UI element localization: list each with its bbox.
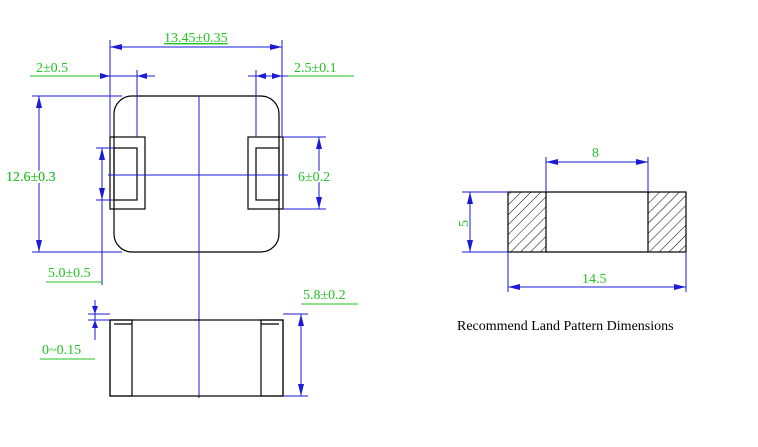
right-terminal-label: 2.5±0.1: [294, 61, 337, 76]
pad-height-label: 5: [457, 220, 472, 227]
left-terminal-label: 2±0.5: [36, 61, 68, 76]
side-view: [109, 319, 284, 397]
land-pattern: 8 5 14.5 Recommend Land Pattern Dimensio…: [457, 146, 687, 334]
dim-thickness: 5.8±0.2: [283, 288, 358, 397]
overall-length-label: 13.45±0.35: [164, 31, 228, 46]
thickness-label: 5.8±0.2: [303, 288, 346, 303]
gap-label: 8: [592, 146, 599, 161]
body-height-label: 12.6±0.3: [6, 170, 56, 185]
right-terminal-inner: [255, 147, 280, 201]
standoff-label: 0~0.15: [42, 343, 81, 358]
component-body: [113, 95, 280, 253]
side-body: [109, 319, 284, 397]
dim-body-height: 12.6±0.3 12.6±0.3: [4, 95, 122, 253]
dim-overall-length: 13.45±0.35: [109, 31, 283, 137]
dim-left-offset: 5.0±0.5: [46, 147, 114, 285]
top-view: [108, 95, 288, 398]
dim-terminal-height: 6±0.2: [283, 136, 332, 210]
left-terminal-inner: [113, 147, 138, 201]
dim-right-terminal: 2.5±0.1: [248, 61, 354, 137]
svg-text:12.6±0.3: 12.6±0.3: [6, 170, 56, 185]
total-length-label: 14.5: [582, 272, 607, 287]
dim-left-terminal: 2±0.5: [30, 61, 155, 137]
land-pattern-caption: Recommend Land Pattern Dimensions: [457, 319, 674, 334]
dim-standoff: 0~0.15: [40, 300, 110, 360]
left-pad: [507, 191, 547, 253]
left-terminal: [109, 136, 146, 210]
right-terminal: [247, 136, 284, 210]
left-offset-label: 5.0±0.5: [48, 266, 91, 281]
terminal-height-label: 6±0.2: [298, 170, 330, 185]
right-pad: [647, 191, 687, 253]
